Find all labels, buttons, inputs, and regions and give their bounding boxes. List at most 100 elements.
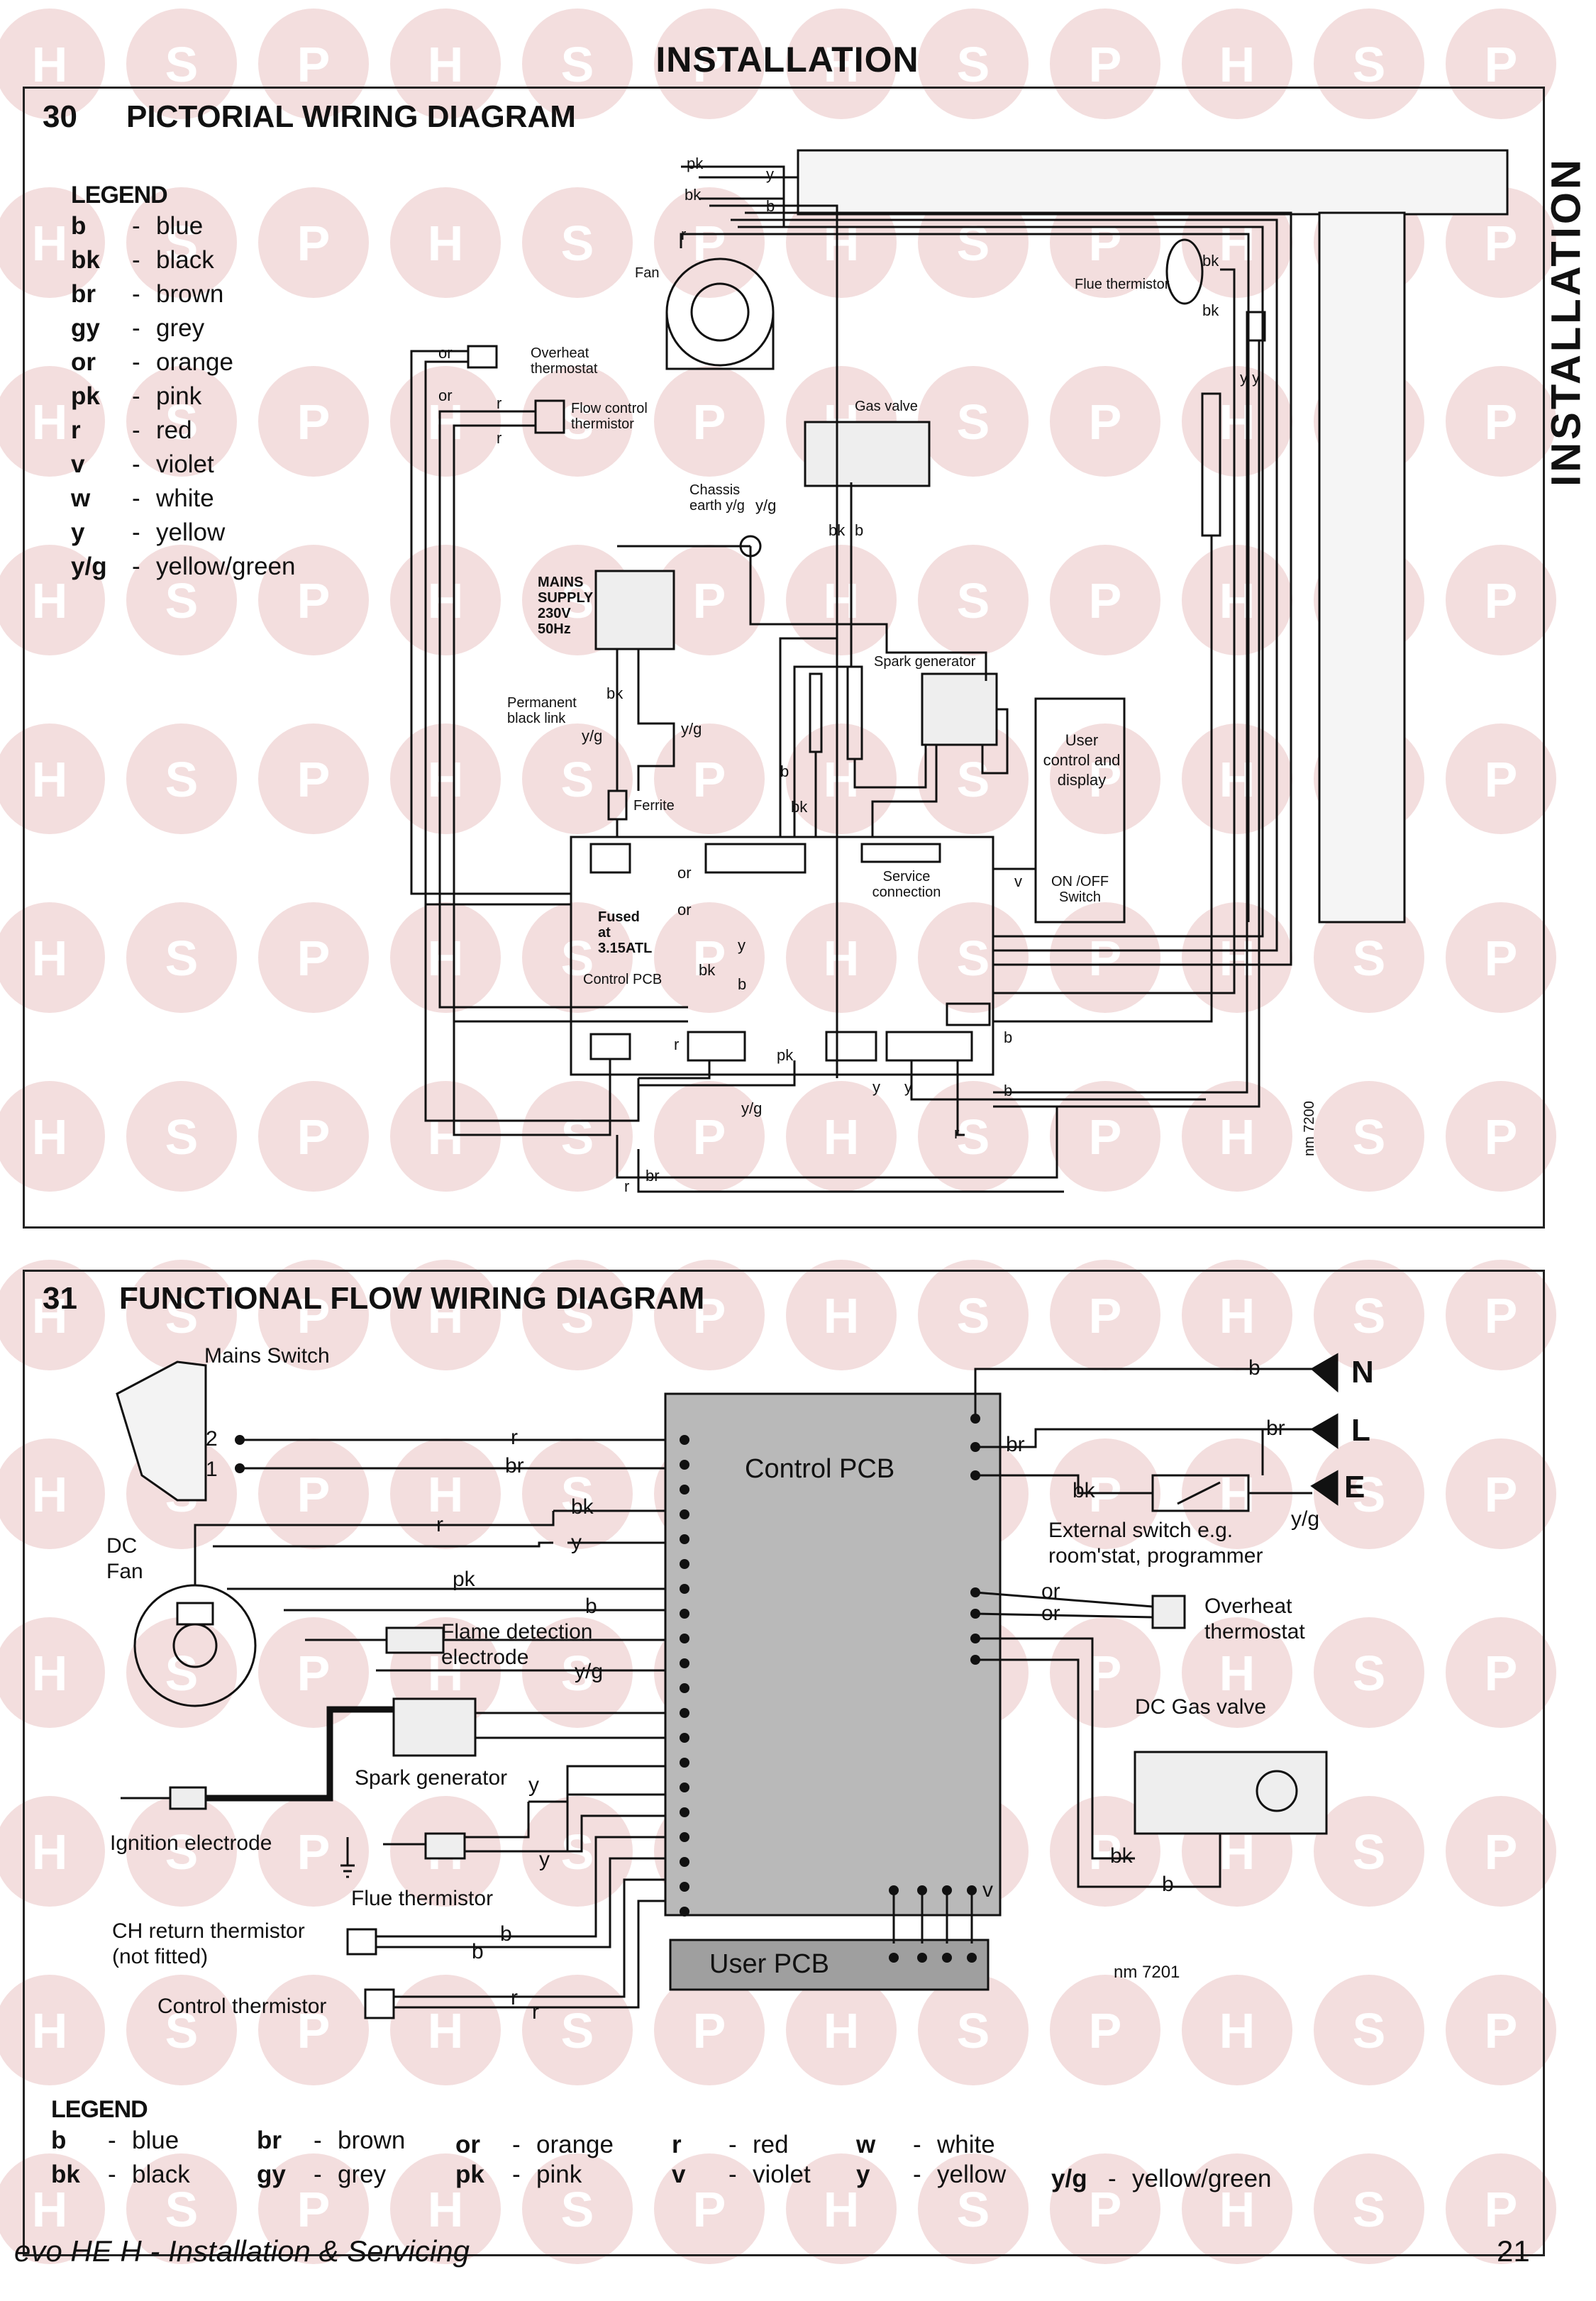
watermark-letter: H [428, 573, 464, 628]
watermark-circle [258, 1260, 369, 1370]
watermark-letter: P [1485, 1288, 1518, 1343]
watermark-circle [786, 1260, 897, 1370]
wire-color-label: y [766, 165, 774, 183]
watermark-letter: P [1089, 2182, 1122, 2237]
watermark-circle [0, 1081, 105, 1192]
legend-dash: - [132, 246, 140, 274]
watermark-letter: S [165, 2182, 199, 2237]
legend-row: y/g-yellow/green [1051, 2162, 1272, 2196]
wire-color-label: br [1006, 1433, 1025, 1456]
legend-dash: - [913, 2161, 921, 2188]
watermark-letter: S [561, 2003, 594, 2058]
watermark-letter: P [693, 2003, 726, 2058]
legend-abbr: br [257, 2127, 282, 2154]
watermark-letter: H [428, 1109, 464, 1165]
wire-color-label: or [1041, 1580, 1060, 1603]
watermark-letter: P [1089, 931, 1122, 986]
legend-name: red [156, 416, 192, 444]
label-flow-control-thermistor: Flow control thermistor [571, 401, 648, 432]
watermark-letter: S [165, 1646, 199, 1701]
legend-name: pink [156, 382, 202, 410]
watermark-letter: S [1353, 1646, 1386, 1701]
watermark-circle [1446, 1260, 1556, 1370]
flue-duct [797, 149, 1509, 216]
watermark-circle [522, 902, 633, 1013]
legend-abbr: br [71, 280, 96, 308]
label-ferrite: Ferrite [633, 798, 675, 814]
watermark-letter: S [165, 1824, 199, 1880]
watermark-circle [390, 1081, 501, 1192]
label-terminal-l: L [1351, 1413, 1370, 1448]
watermark-circle [258, 545, 369, 655]
legend-row: y-yellow [856, 2158, 1006, 2192]
terminal-dot [235, 1435, 245, 1445]
label-mains-supply: MAINS SUPPLY 230V 50Hz [538, 575, 593, 637]
legend-dash: - [132, 519, 140, 546]
legend-abbr: bk [51, 2161, 80, 2188]
watermark-circle [918, 723, 1029, 834]
legend-abbr: b [71, 212, 87, 240]
watermark-letter: P [1089, 1109, 1122, 1165]
legend-row: or-orange [455, 2128, 614, 2162]
watermark-circle [0, 187, 105, 298]
label-service-connection: Service connection [872, 869, 941, 900]
watermark-circle [1446, 1617, 1556, 1728]
watermark-letter: P [297, 1467, 331, 1522]
watermark-letter: S [561, 2182, 594, 2237]
watermark-circle [1050, 545, 1160, 655]
watermark-circle [522, 1260, 633, 1370]
legend-abbr: r [71, 416, 81, 444]
legend-abbr: pk [455, 2161, 484, 2188]
wire-color-label: pk [453, 1568, 475, 1591]
watermark-circle [0, 902, 105, 1013]
watermark-circle [0, 2153, 105, 2264]
section-31-panel [23, 1270, 1545, 2256]
label-fan: Fan [635, 265, 660, 281]
watermark-circle [0, 1796, 105, 1907]
watermark-circle [918, 1975, 1029, 2085]
wire-color-label: r [532, 2000, 539, 2024]
terminal-dot [680, 1683, 689, 1693]
legend-abbr: pk [71, 382, 100, 410]
watermark-circle [654, 545, 765, 655]
terminal-dot [917, 1885, 927, 1895]
side-tab-label: INSTALLATION [1543, 157, 1590, 487]
terminal-dot [680, 1509, 689, 1519]
wire-color-label: br [505, 1454, 524, 1477]
wire-color-label: b [1004, 1082, 1013, 1099]
legend-name: blue [132, 2127, 179, 2154]
l-terminal-arrow [1310, 1413, 1339, 1449]
side-tab: INSTALLATION [1543, 85, 1596, 596]
watermark-letter: S [957, 1109, 990, 1165]
legend-abbr: y/g [71, 553, 107, 580]
wire-color-label: bk [1202, 252, 1219, 270]
n-terminal-arrow [1310, 1353, 1339, 1393]
watermark-letter: S [561, 573, 594, 628]
terminal-dot [889, 1885, 899, 1895]
watermark-circle [918, 902, 1029, 1013]
label-dc-gas-valve: DC Gas valve [1135, 1695, 1267, 1719]
legend-dash: - [314, 2127, 322, 2154]
watermark-circle [522, 1438, 633, 1549]
legend-dash: - [132, 382, 140, 410]
user-control-box [1034, 697, 1126, 924]
watermark-letter: H [32, 1288, 68, 1343]
watermark-letter: H [428, 2182, 464, 2237]
terminal-dot [680, 1708, 689, 1718]
legend-row: pk -pink [71, 379, 326, 414]
overheat-thermostat-icon [467, 345, 498, 369]
watermark-circle [1314, 1438, 1424, 1549]
label-permanent-black-link: Permanent black link [507, 695, 577, 726]
watermark-circle [918, 2153, 1029, 2264]
watermark-letter: S [165, 931, 199, 986]
watermark-circle [1182, 723, 1292, 834]
watermark-circle [522, 1081, 633, 1192]
legend-row: b-blue [51, 2124, 179, 2158]
label-control-pcb: Control PCB [745, 1454, 895, 1484]
watermark-circle [1446, 2153, 1556, 2264]
watermark-letter: P [1485, 1109, 1518, 1165]
watermark-letter: P [1485, 1646, 1518, 1701]
watermark-circle [918, 366, 1029, 477]
terminal-dot [889, 1953, 899, 1963]
watermark-letter: H [32, 752, 68, 807]
